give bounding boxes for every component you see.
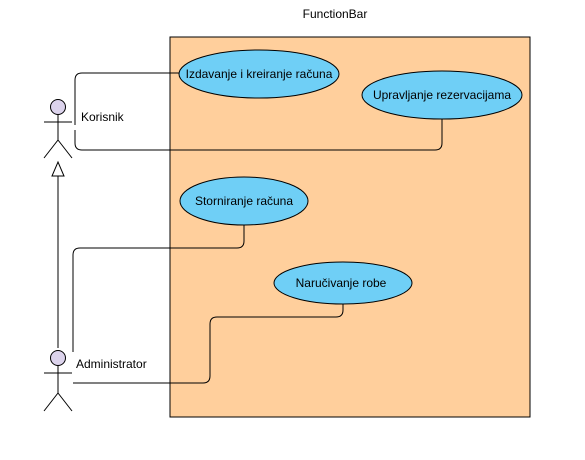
system-title: FunctionBar <box>303 7 368 21</box>
association-administrator-narucivanje <box>73 303 344 384</box>
association-korisnik-izdavanje <box>74 72 181 125</box>
use-case-narucivanje-label: Naručivanje robe <box>296 276 387 290</box>
use-case-storniranje[interactable]: Storniranje računa <box>179 176 309 226</box>
actor-administrator-head <box>50 350 66 366</box>
actor-administrator-label: Administrator <box>76 357 147 371</box>
actor-korisnik[interactable] <box>43 99 73 159</box>
use-case-izdavanje[interactable]: Izdavanje i kreiranje računa <box>178 49 340 99</box>
use-case-upravljanje-label: Upravljanje rezervacijama <box>373 88 511 102</box>
actor-korisnik-label: Korisnik <box>81 110 125 124</box>
use-case-narucivanje[interactable]: Naručivanje robe <box>273 261 413 305</box>
actor-administrator[interactable] <box>43 350 73 412</box>
actor-korisnik-head <box>50 99 66 115</box>
use-case-storniranje-label: Storniranje računa <box>195 194 293 208</box>
use-case-izdavanje-label: Izdavanje i kreiranje računa <box>186 67 333 81</box>
association-administrator-storniranje <box>72 225 245 352</box>
association-korisnik-upravljanje <box>74 118 443 151</box>
use-case-upravljanje[interactable]: Upravljanje rezervacijama <box>361 70 523 120</box>
generalization-arrowhead <box>51 160 65 177</box>
